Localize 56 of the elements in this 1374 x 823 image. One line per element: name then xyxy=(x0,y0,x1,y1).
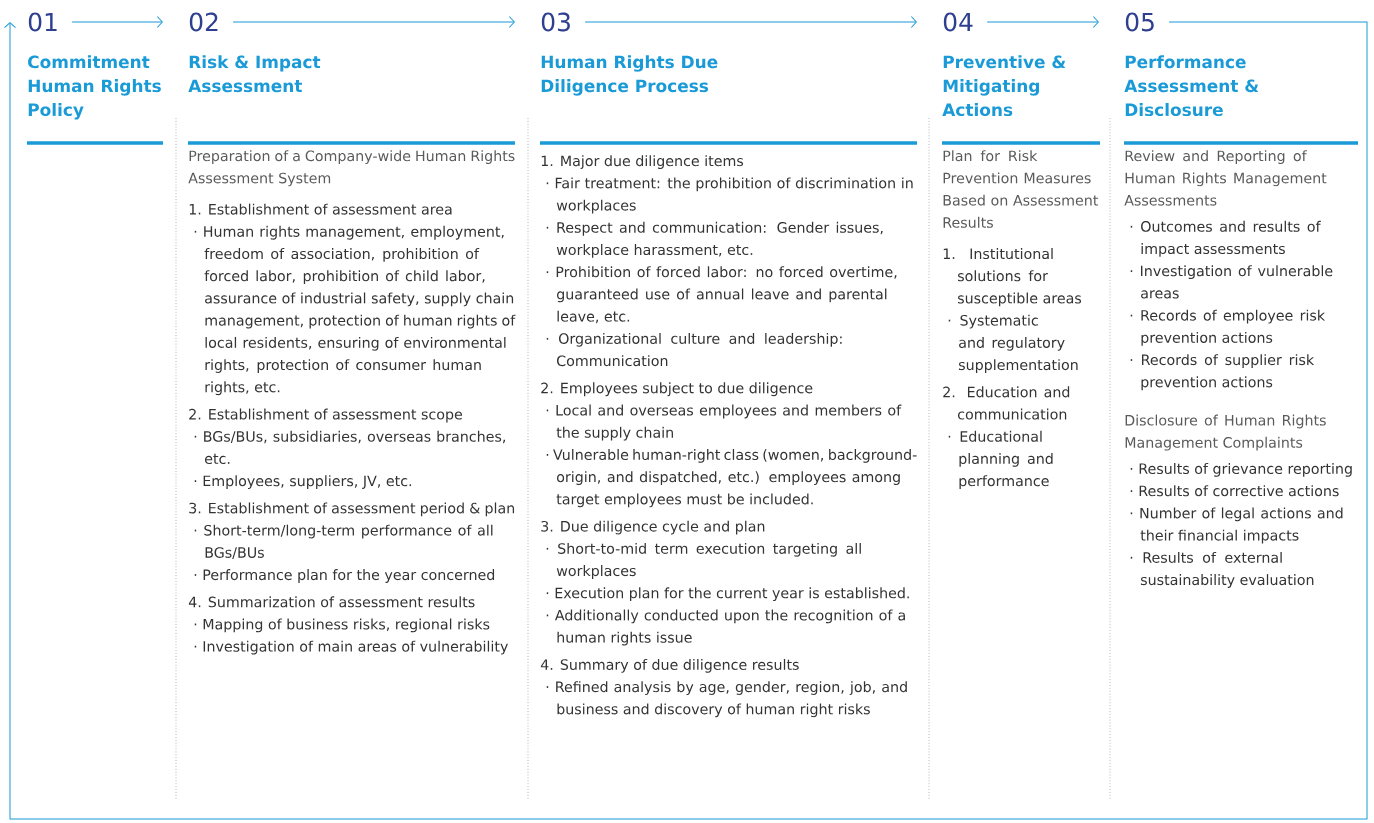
bullet-item: · Investigation of vulnerable areas xyxy=(1130,265,1333,299)
list-item: 2. Education and communication xyxy=(943,386,1070,420)
list-item: 1. Establishment of assessment area xyxy=(189,203,452,215)
arrow xyxy=(71,16,163,28)
bullet-item: · Mapping of business risks, regional risks xyxy=(194,618,490,633)
section-heading: Disclosure of Human Rights Management Complaints xyxy=(1125,414,1326,451)
arrow xyxy=(232,16,515,28)
list-item: 1. Major due diligence items xyxy=(541,155,744,169)
list-item: 4. Summarization of assessment results xyxy=(188,596,475,608)
bullet-item: · Performance plan for the year concerned xyxy=(194,569,495,583)
step-title: Risk & Impact Assessment xyxy=(188,55,321,93)
step-title: Commitment Human Rights Policy xyxy=(28,55,161,120)
step-title: Preventive & Mitigating Actions xyxy=(942,55,1066,117)
bullet-item: · Employees, suppliers, JV, etc. xyxy=(194,475,412,490)
step-number: 02 xyxy=(189,12,218,32)
list-item: 2. Employees subject to due diligence xyxy=(541,382,813,397)
bullet-item: · Additionally conducted upon the recognition of a human rights issue xyxy=(546,609,905,646)
bullet-item: · BGs/BUs, subsidiaries, overseas branches, etc. xyxy=(194,430,505,465)
list-item: 4. Summary of due diligence results xyxy=(540,658,799,673)
bullet-item: · Refined analysis by age, gender, region, job, and business and discovery of human right risks xyxy=(546,681,907,718)
section-heading: Review and Reporting of Human Rights Management Assessments xyxy=(1124,150,1327,206)
bullet-item: · Systematic and regulatory supplementation xyxy=(948,314,1078,373)
bullet-item: · Educational planning and performance xyxy=(948,430,1053,490)
feedback-arrow xyxy=(4,21,1368,820)
bullet-item: · Records of employee risk prevention actions xyxy=(1130,309,1326,346)
bullet-item: · Investigation of main areas of vulnerability xyxy=(194,640,508,655)
list-item: 2. Establishment of assessment scope xyxy=(189,408,463,423)
bullet-item: · Records of supplier risk prevention actions xyxy=(1130,354,1315,391)
bullet-item: · Results of grievance reporting xyxy=(1130,463,1352,477)
step-number: 05 xyxy=(1125,12,1154,32)
bullet-item: · Outcomes and results of impact assessments xyxy=(1130,220,1321,257)
list-item: 1. Institutional solutions for susceptible areas xyxy=(943,248,1082,307)
bullet-item: · Execution plan for the current year is established. xyxy=(546,587,909,602)
step-number: 03 xyxy=(541,12,570,32)
bullet-item: · Number of legal actions and their financial impacts xyxy=(1130,507,1343,544)
bullet-item: · Local and overseas employees and members of the supply chain xyxy=(546,404,902,441)
list-item: 3. Due diligence cycle and plan xyxy=(541,520,765,535)
arrow xyxy=(584,16,917,28)
bullet-item: · Fair treatment: the prohibition of discrimination in workplaces xyxy=(546,177,913,214)
arrow xyxy=(986,16,1099,28)
bullet-item: · Results of external sustainability evaluation xyxy=(1130,551,1314,588)
step-title: Performance Assessment & Disclosure xyxy=(1124,55,1259,117)
bullet-item: · Respect and communication: Gender issues, workplace harassment, etc. xyxy=(546,221,883,258)
bullet-item: · Prohibition of forced labor: no forced overtime, guaranteed use of annual leave and parental leave, etc. xyxy=(546,266,897,324)
bullet-item: · Short-to-mid term execution targeting all workplaces xyxy=(546,542,861,579)
step-number: 01 xyxy=(28,12,57,32)
bullet-item: · Organizational culture and leadership: Communication xyxy=(546,332,842,367)
step-title: Human Rights Due Diligence Process xyxy=(541,55,718,96)
bullet-item: · Vulnerable human-right class (women, background-origin, and dispatched, etc.) employees among target employees must be included. xyxy=(546,449,917,508)
bullet-item: · Results of corrective actions xyxy=(1130,485,1339,497)
bullet-item: · Human rights management, employment, freedom of association, prohibition of forced labor, prohibition of child labor, assurance of industrial safety, supply chain management, protection of human rights of local residents, ensuring of environmental rights, protection of consumer human rights, etc. xyxy=(194,225,516,396)
list-item: 3. Establishment of assessment period & plan xyxy=(189,502,515,517)
bullet-item: · Short-term/long-term performance of all BGs/BUs xyxy=(194,524,493,560)
step-number: 04 xyxy=(943,12,973,32)
section-heading: Plan for Risk Prevention Measures Based on Assessment Results xyxy=(943,150,1099,228)
section-heading: Preparation of a Company-wide Human Rights Assessment System xyxy=(188,150,515,187)
